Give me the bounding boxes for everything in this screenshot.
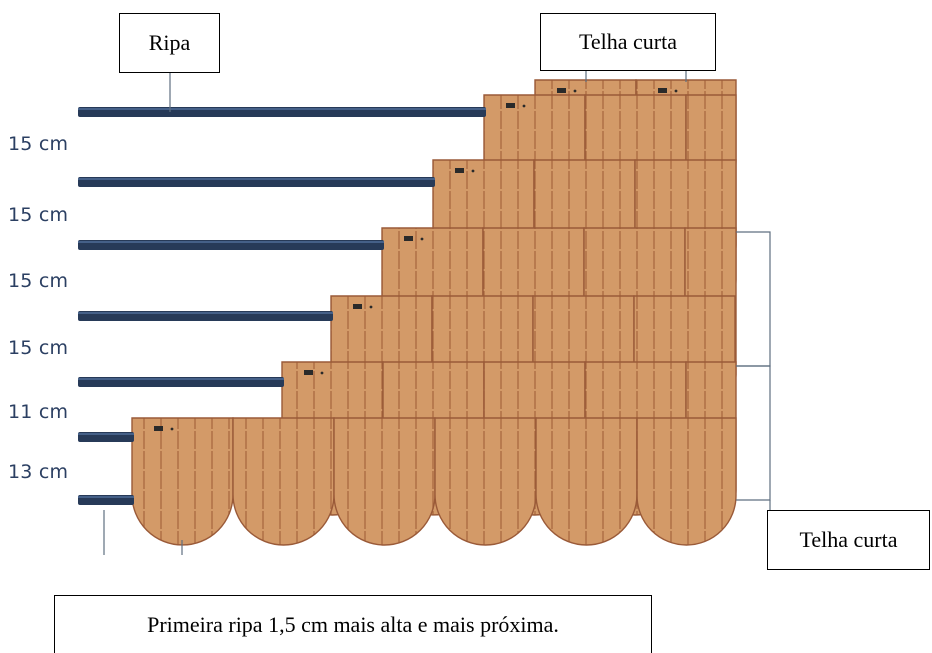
spacing-label: 15 cm [8,204,69,226]
roof-tile [434,417,537,546]
telha-right-bracket-lower [736,365,771,501]
telha-top-label-box: Telha curta [540,13,716,71]
telha-right-label-box: Telha curta [767,510,930,570]
tile-lug-mark [506,103,515,108]
ripa-label-box: Ripa [119,13,220,73]
tile-dot-mark [369,305,373,309]
tile-dot-mark [420,237,424,241]
spacing-label: 11 cm [8,401,69,423]
roof-tile [636,417,737,546]
ripa-label: Ripa [148,30,191,55]
roof-tile [535,417,638,546]
tile-dot-mark [522,104,526,108]
tile-lug-mark [353,304,362,309]
roof-tiles [131,79,737,546]
batten-highlight [78,178,435,180]
spacing-label: 15 cm [8,270,69,292]
spacing-label: 15 cm [8,133,69,155]
batten-highlight [78,496,134,498]
caption-box: Primeira ripa 1,5 cm mais alta e mais pr… [54,595,652,653]
tile-dot-mark [573,89,577,93]
batten-highlight [78,433,134,435]
telha-right-bracket-upper [736,231,771,367]
battens [78,107,486,505]
spacing-label: 13 cm [8,461,69,483]
tile-dot-mark [170,427,174,431]
telha-right-label: Telha curta [799,527,898,552]
tile-dot-mark [320,371,324,375]
batten-highlight [78,108,486,110]
batten-highlight [78,312,333,314]
roof-tile [131,417,234,546]
caption: Primeira ripa 1,5 cm mais alta e mais pr… [147,611,559,637]
tile-lug-mark [404,236,413,241]
tile-dot-mark [471,169,475,173]
tile-lug-mark [658,88,667,93]
tile-lug-mark [557,88,566,93]
batten-highlight [78,241,384,243]
tile-lug-mark [455,168,464,173]
tile-lug-mark [154,426,163,431]
batten-highlight [78,378,284,380]
leader-lines [103,70,771,555]
tile-lug-mark [304,370,313,375]
spacing-label: 15 cm [8,337,69,359]
tile-dot-mark [674,89,678,93]
roof-tile [333,417,436,546]
telha-top-label: Telha curta [578,29,677,54]
roof-tile [232,417,335,546]
